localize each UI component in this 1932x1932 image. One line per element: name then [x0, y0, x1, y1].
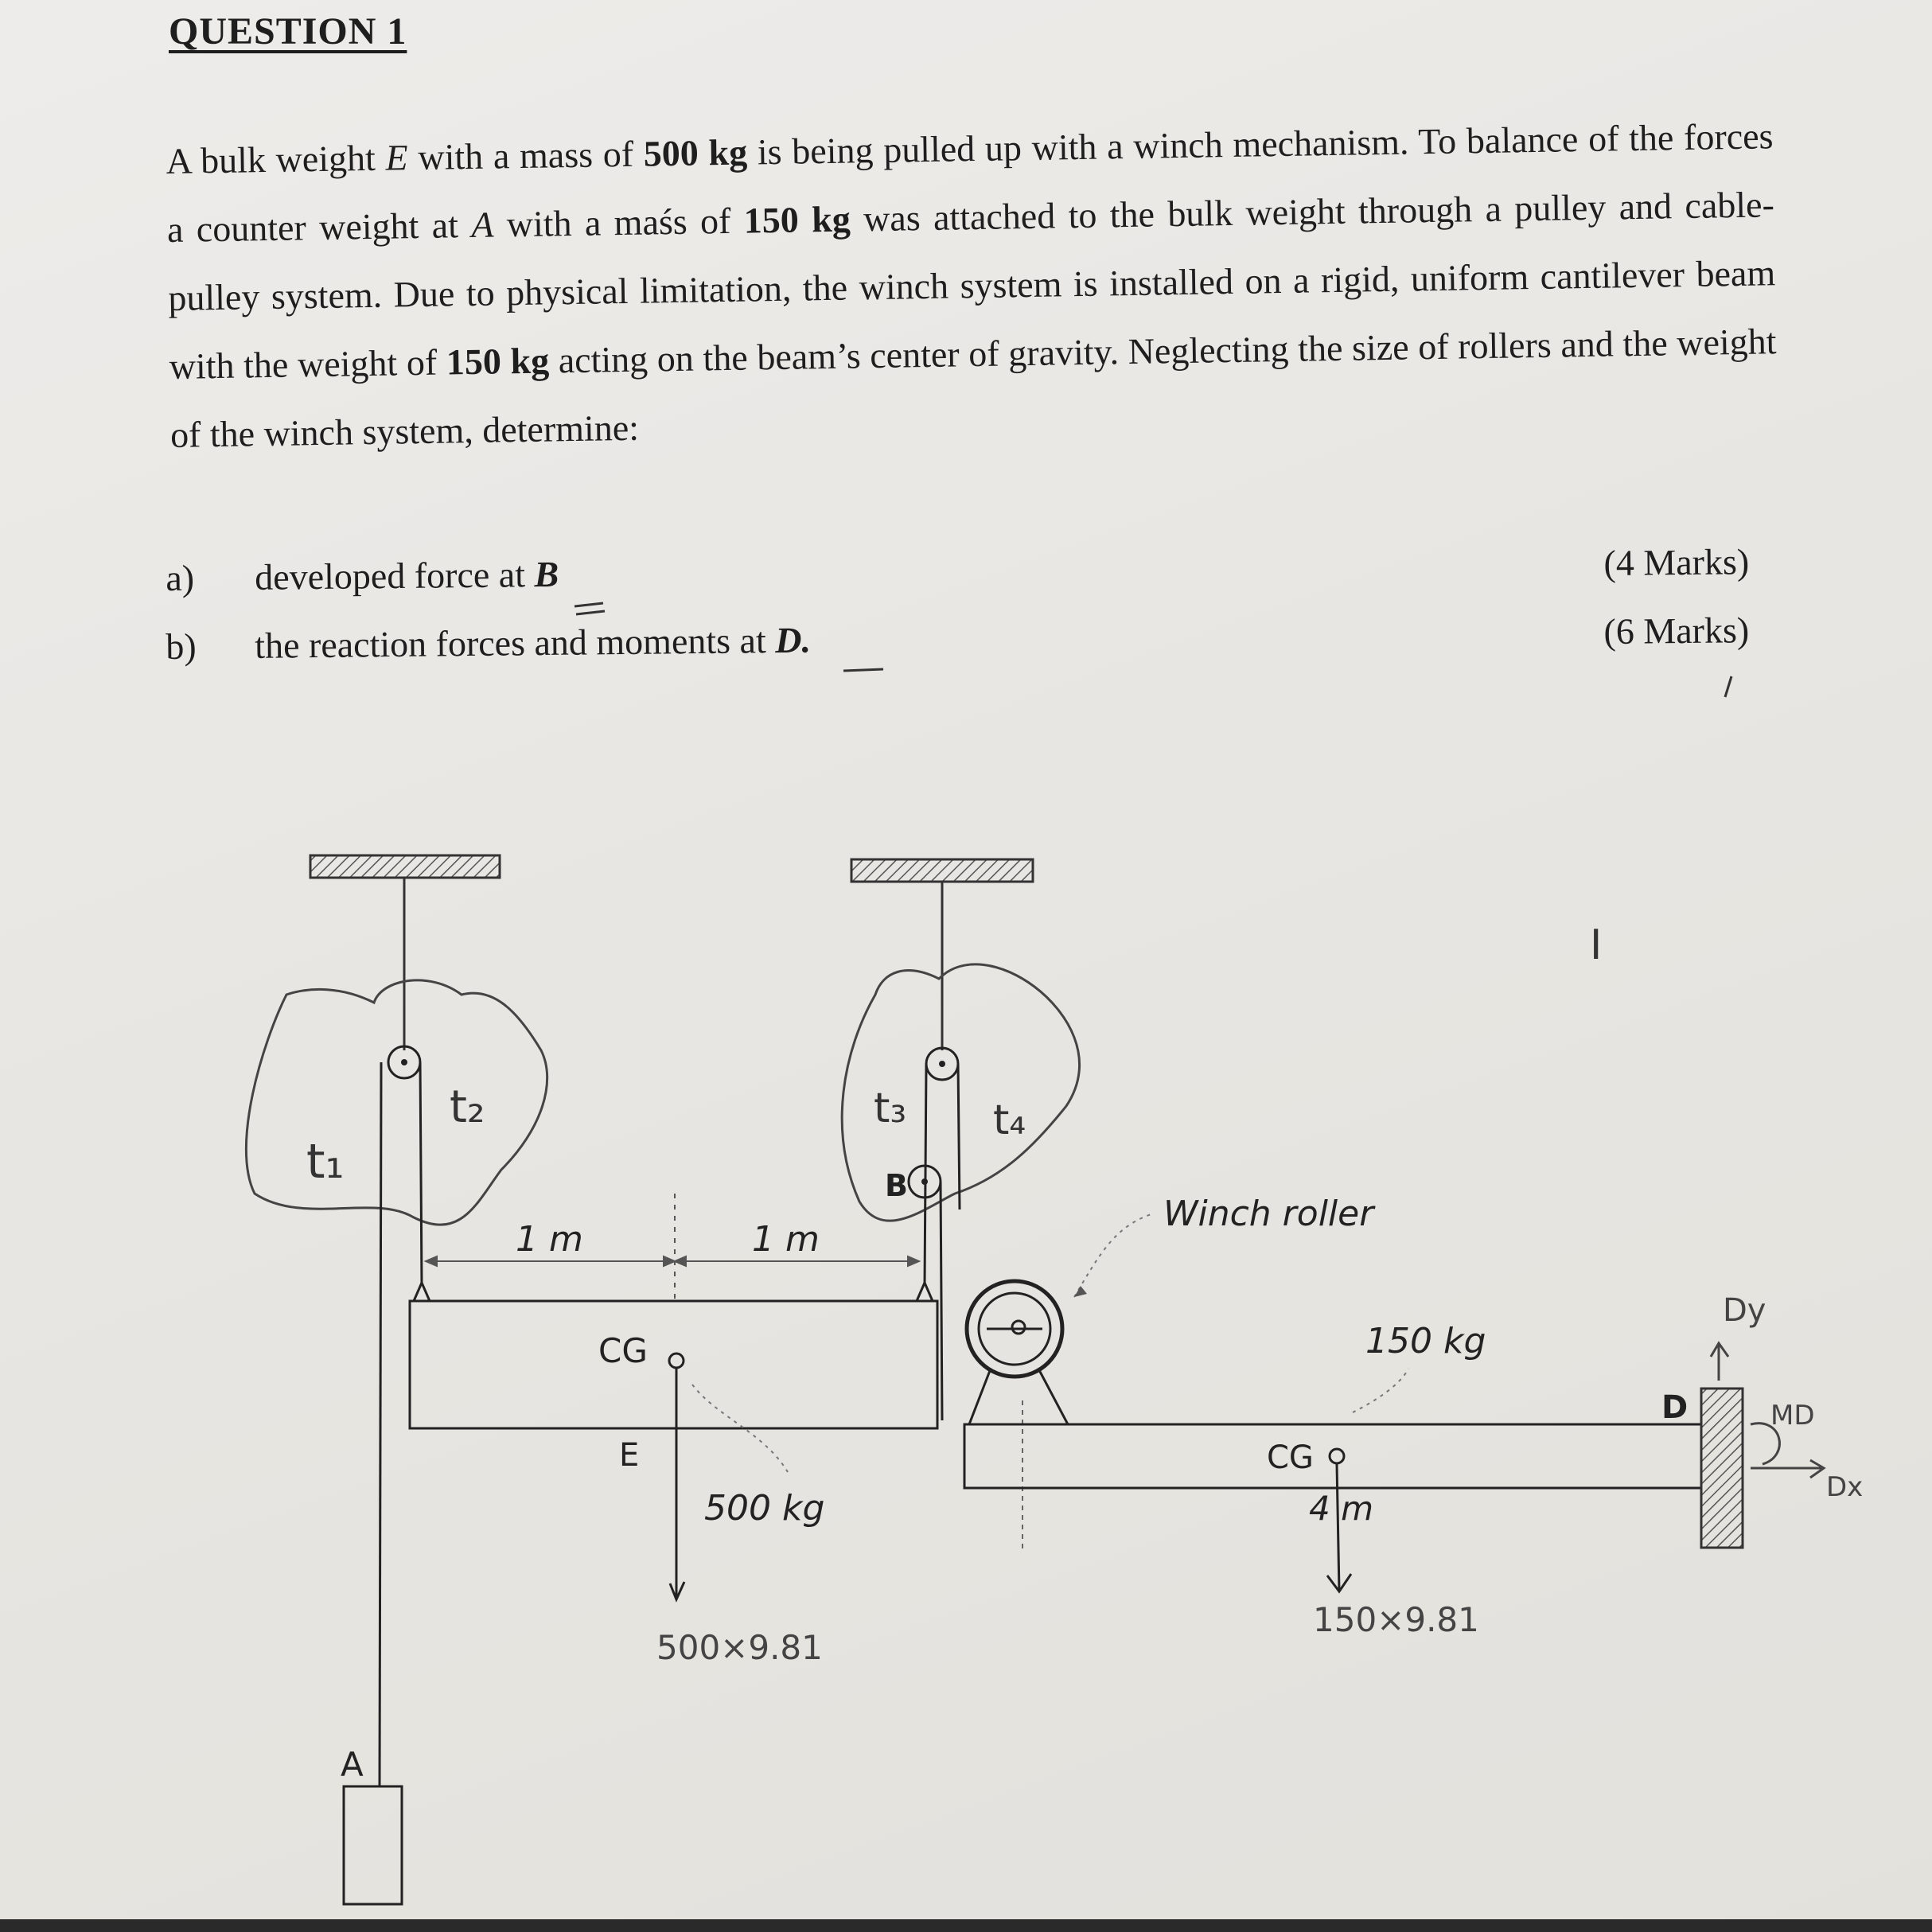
question-heading: QUESTION 1 [169, 10, 407, 53]
hand-md-label: MD [1770, 1400, 1815, 1431]
cg-left-marker [668, 1352, 685, 1369]
dim-right-label: 1 m [752, 1219, 820, 1260]
weight-arrow-beam [1335, 1463, 1341, 1592]
ceiling-support-left [309, 854, 501, 879]
cg-left-label: CG [598, 1331, 648, 1370]
label-t3: t₃ [874, 1085, 906, 1132]
hand-reactions-d [1709, 1341, 1826, 1479]
hand-dy-label: Dy [1723, 1292, 1766, 1329]
hand-cloud-left [244, 979, 549, 1226]
screen-bottom-edge [0, 1919, 1932, 1932]
mass-e-label: 500 kg [704, 1488, 824, 1529]
cg-right-marker [1328, 1447, 1346, 1465]
dimension-lines [423, 1194, 921, 1305]
label-t2: t₂ [450, 1081, 485, 1133]
hand-e-label: 500×9.81 [656, 1628, 823, 1667]
label-d: D [1661, 1389, 1688, 1426]
winch-roller [964, 1213, 1155, 1552]
label-a: A [341, 1745, 364, 1784]
dim-beam-label: 4 m [1309, 1489, 1373, 1528]
hand-dx-label: Dx [1826, 1471, 1863, 1503]
hand-cloud-right [840, 963, 1081, 1222]
label-e: E [619, 1437, 639, 1474]
cg-right-label: CG [1267, 1439, 1314, 1476]
label-t4: t₄ [993, 1096, 1026, 1144]
cantilever-beam [963, 1423, 1703, 1490]
winch-roller-label: Winch roller [1163, 1194, 1376, 1234]
text-cursor-icon: I [1590, 921, 1602, 969]
cable-to-a [378, 1061, 383, 1787]
mass-beam-label: 150 kg [1365, 1321, 1486, 1361]
hand-underlines [574, 602, 1733, 698]
cable-to-beam-left [419, 1061, 423, 1286]
dim-left-label: 1 m [516, 1219, 583, 1260]
hanging-beam-e [408, 1299, 939, 1430]
counterweight-a [342, 1785, 403, 1906]
wall-d [1700, 1387, 1744, 1549]
hand-beam-label: 150×9.81 [1313, 1600, 1479, 1639]
ceiling-support-right [850, 858, 1034, 883]
label-t1: t₁ [306, 1134, 345, 1190]
label-b: B [885, 1168, 908, 1203]
